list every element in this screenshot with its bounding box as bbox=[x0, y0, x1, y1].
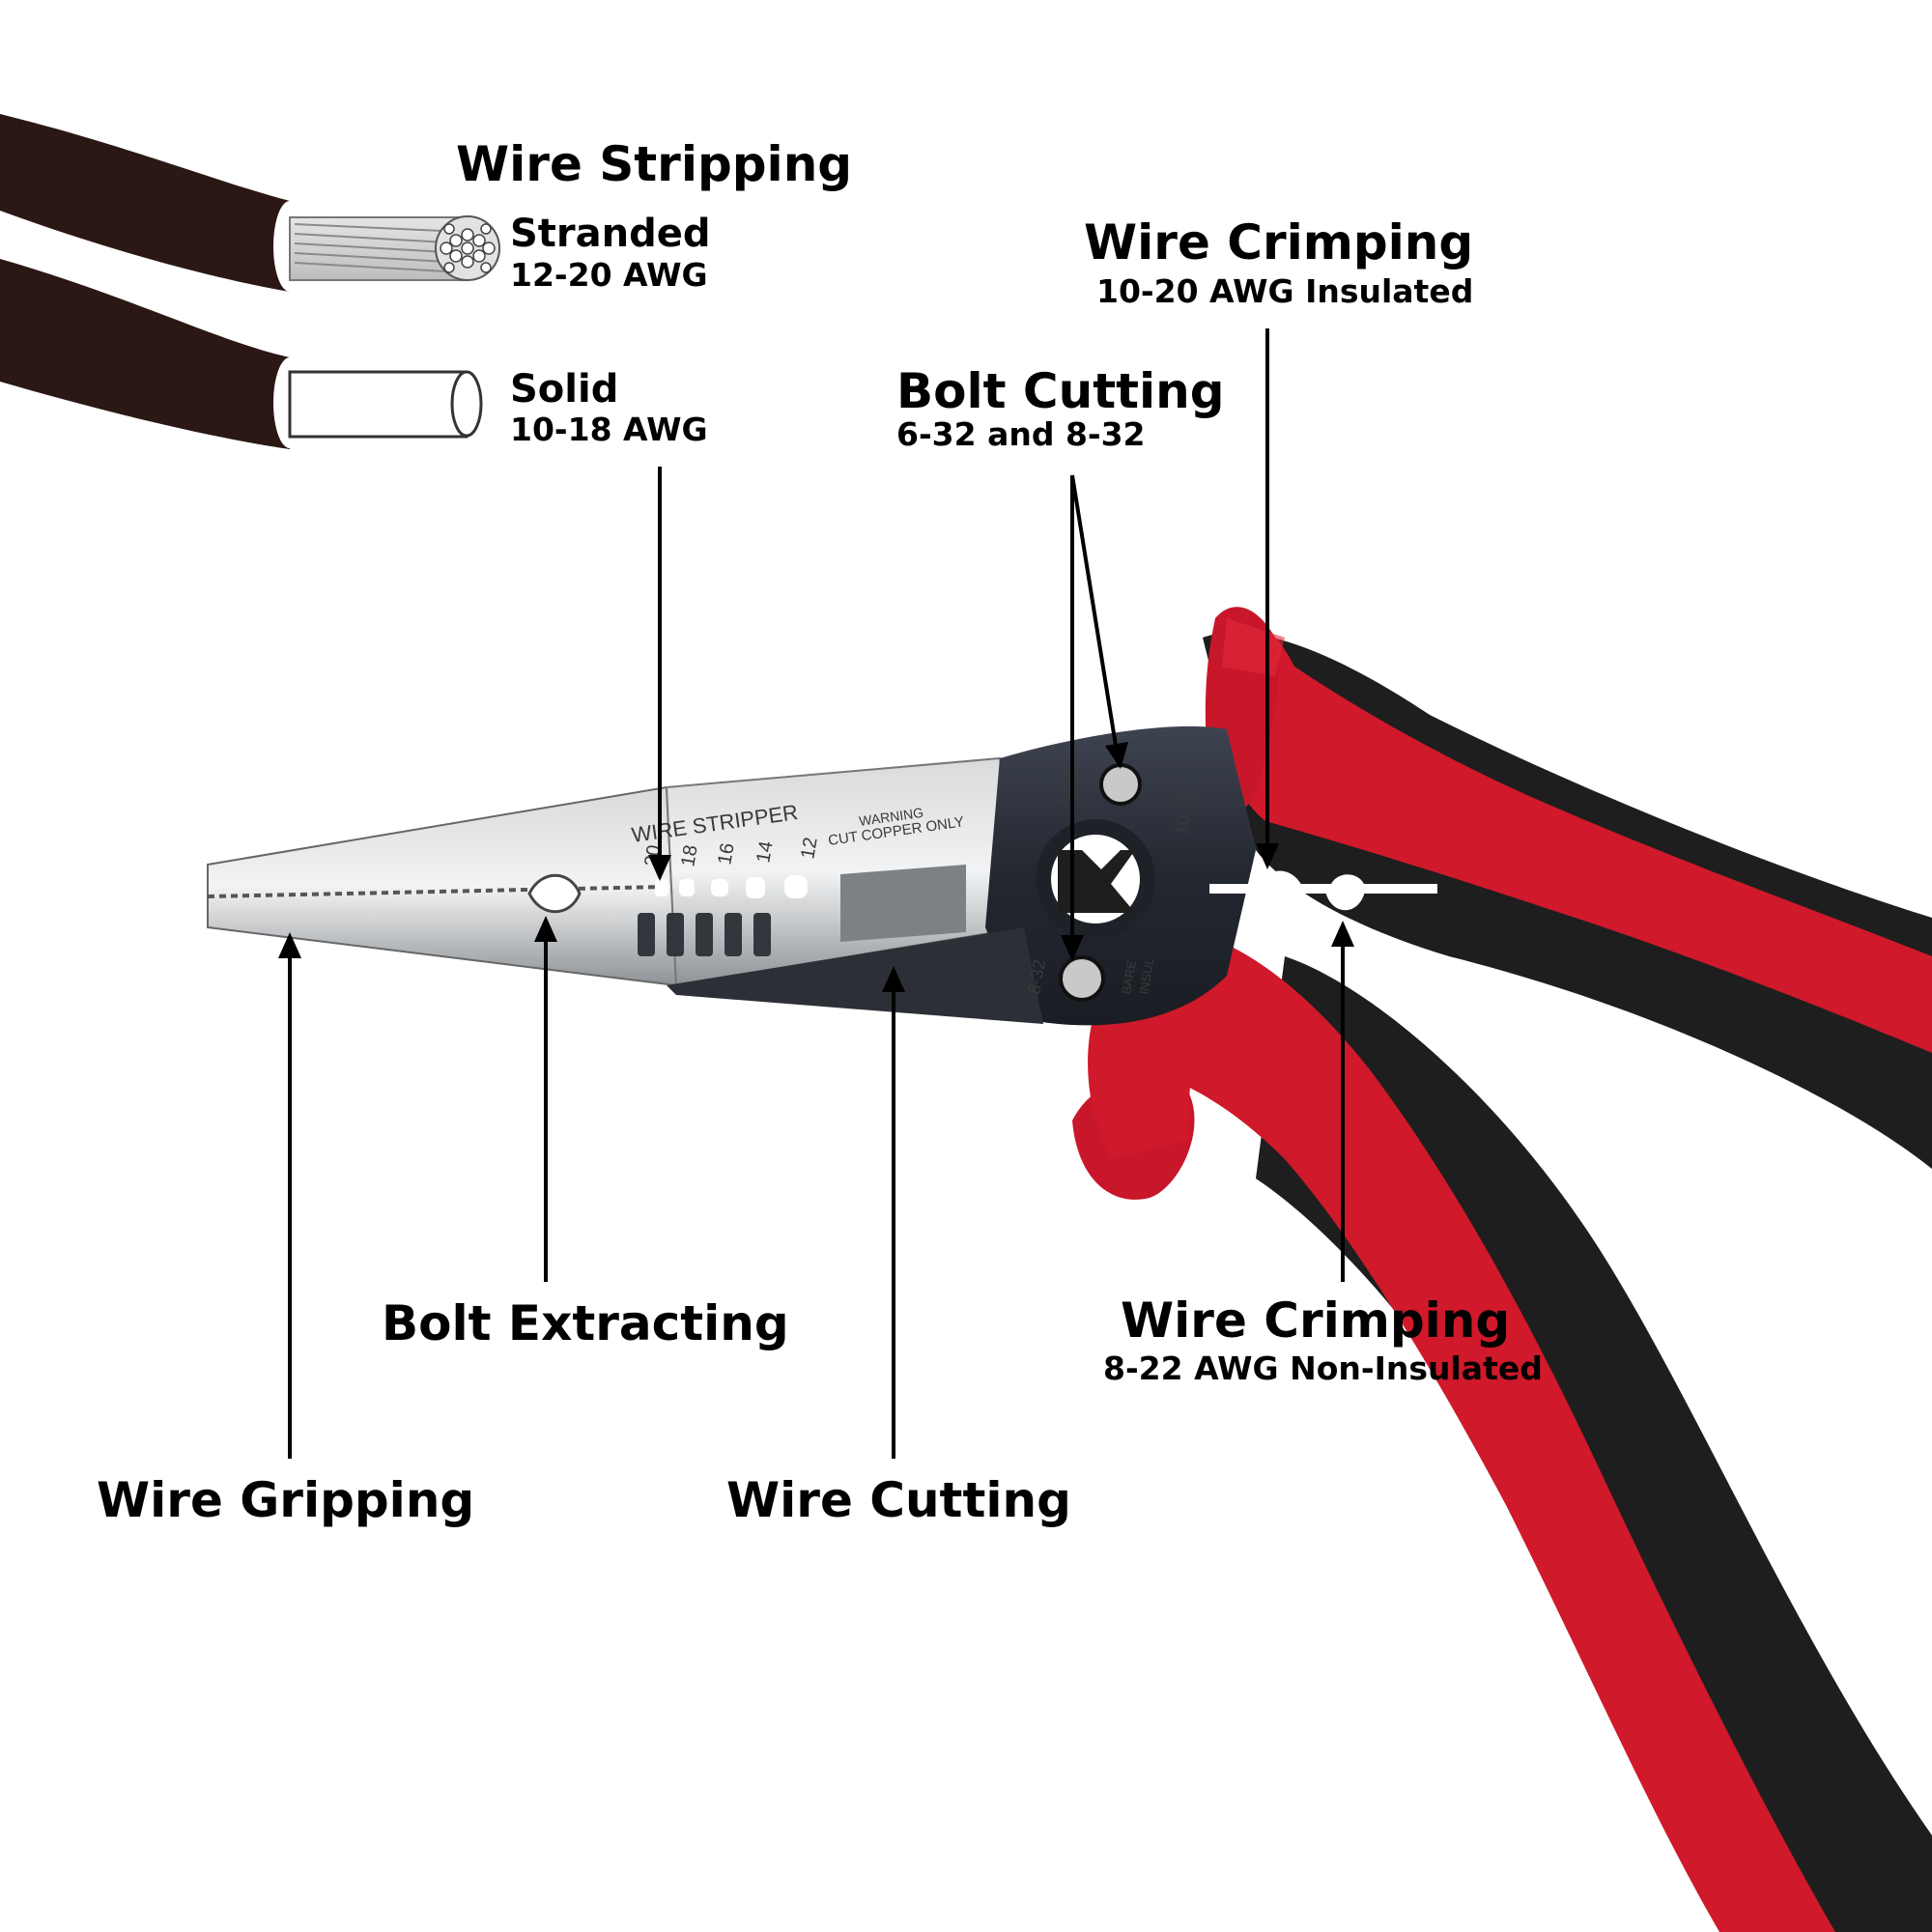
label-bolt-extracting: Bolt Extracting bbox=[382, 1295, 789, 1351]
arrow-bolt-extracting bbox=[534, 916, 557, 1282]
engraving-insul: INSUL bbox=[1136, 956, 1156, 995]
label-bolt-cutting: Bolt Cutting bbox=[896, 363, 1225, 419]
engraving-gauge-14: 14 bbox=[753, 839, 778, 865]
arrow-crimp-insulated bbox=[1256, 328, 1279, 869]
engraving-gauge-16: 16 bbox=[714, 841, 739, 867]
label-wire-crimping-non-insulated: Wire Crimping bbox=[1121, 1293, 1511, 1349]
label-bolt-cutting-sizes: 6-32 and 8-32 bbox=[896, 415, 1146, 453]
arrow-bolt-cutting-bottom bbox=[1061, 475, 1084, 961]
upper-handle bbox=[1203, 607, 1932, 1169]
arrow-wire-gripping bbox=[278, 932, 301, 1459]
label-stranded-range: 12-20 AWG bbox=[510, 256, 708, 294]
pliers-body: WIRE STRIPPER WARNING CUT COPPER ONLY 20… bbox=[207, 725, 1437, 1026]
pointer-arrows bbox=[278, 328, 1354, 1459]
arrow-bolt-cutting-top bbox=[1070, 474, 1128, 769]
arrow-wire-stripping bbox=[648, 467, 671, 881]
label-solid: Solid bbox=[510, 367, 619, 412]
engraving-gauge-12: 12 bbox=[797, 836, 822, 861]
arrow-crimp-non-insulated bbox=[1331, 921, 1354, 1282]
label-crimp-insulated-range: 10-20 AWG Insulated bbox=[1096, 272, 1474, 310]
label-wire-stripping: Wire Stripping bbox=[456, 136, 853, 192]
label-wire-crimping-insulated: Wire Crimping bbox=[1084, 214, 1474, 270]
label-crimp-non-insulated-range: 8-22 AWG Non-Insulated bbox=[1103, 1350, 1543, 1387]
label-solid-range: 10-18 AWG bbox=[510, 411, 708, 448]
stranded-wire bbox=[0, 114, 500, 292]
lower-handle bbox=[1072, 927, 1932, 1932]
solid-wire bbox=[0, 259, 483, 449]
label-wire-cutting: Wire Cutting bbox=[726, 1472, 1071, 1528]
label-stranded: Stranded bbox=[510, 212, 711, 256]
label-wire-gripping: Wire Gripping bbox=[97, 1472, 475, 1528]
engraving-bare: BARE bbox=[1119, 959, 1139, 996]
arrow-wire-cutting bbox=[882, 966, 905, 1459]
engraving-gauge-18: 18 bbox=[677, 843, 702, 868]
